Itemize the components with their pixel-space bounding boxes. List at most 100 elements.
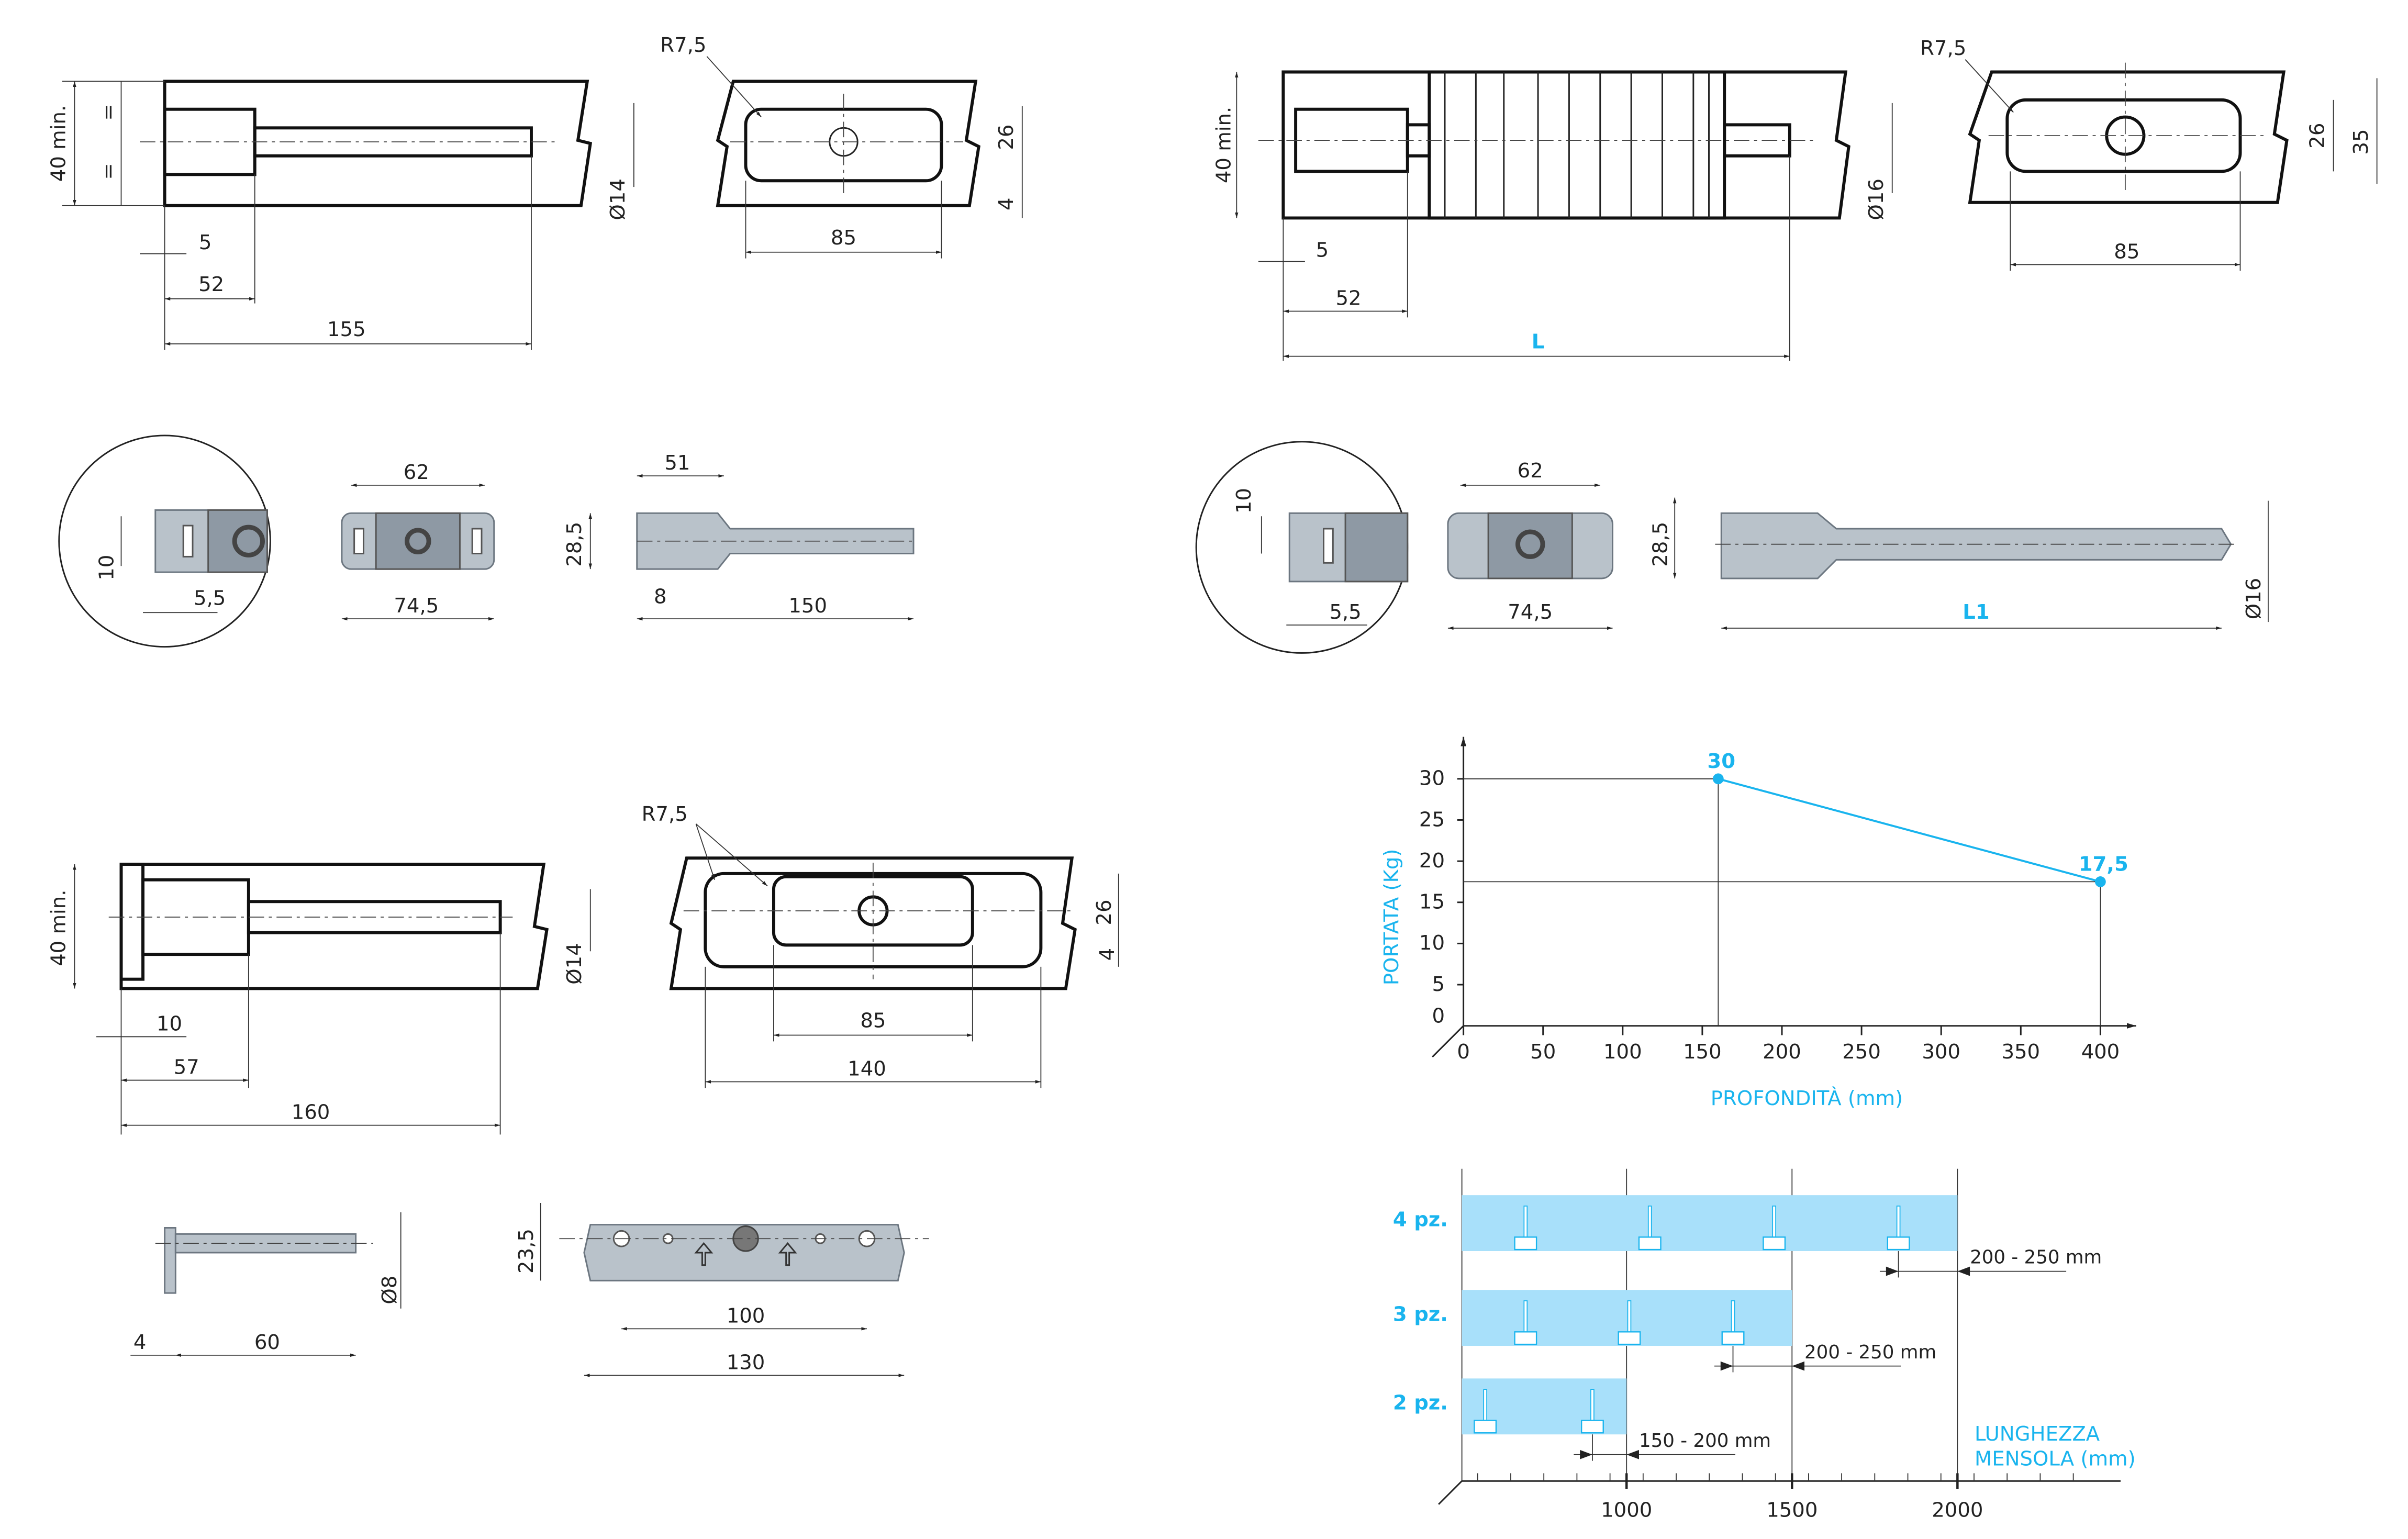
- x-axis-label: PROFONDITÀ (mm): [1711, 1086, 1903, 1110]
- data-point: [2095, 876, 2106, 887]
- y-tick-label: 5: [1432, 973, 1445, 996]
- row-label: 3 pz.: [1393, 1303, 1448, 1326]
- diameter-label: Ø14: [606, 179, 630, 220]
- x-tick-label: 1500: [1766, 1498, 1818, 1522]
- diameter-label: Ø16: [2242, 578, 2266, 619]
- support-bracket: [1523, 1300, 1528, 1337]
- equal-mark: =: [97, 104, 120, 120]
- support-base: [1721, 1331, 1745, 1345]
- dimension-100: 100: [727, 1304, 765, 1328]
- y-axis-label: PORTATA (Kg): [1380, 849, 1403, 986]
- axis-label-line2: MENSOLA (mm): [1975, 1447, 2136, 1471]
- support-base: [1618, 1331, 1641, 1345]
- dimension-57: 57: [174, 1056, 199, 1079]
- bottom-left-pin-view: Ø8 4 60: [130, 1212, 402, 1357]
- data-label: 17,5: [2079, 853, 2128, 876]
- dimension-160: 160: [292, 1101, 330, 1124]
- y-tick-label: 25: [1419, 808, 1445, 831]
- x-tick-label: 300: [1922, 1040, 1960, 1064]
- dimension-140: 140: [848, 1057, 886, 1081]
- support-bracket: [1483, 1389, 1488, 1426]
- dimension-4: 4: [995, 197, 1018, 210]
- dimension-10: 10: [95, 555, 119, 581]
- dimension-85: 85: [860, 1009, 886, 1033]
- dimension-62: 62: [1518, 459, 1543, 483]
- row-label: 2 pz.: [1393, 1391, 1448, 1415]
- dimension-62: 62: [404, 461, 429, 484]
- support-base: [1887, 1236, 1910, 1251]
- support-bracket: [1627, 1300, 1632, 1337]
- support-bracket: [1896, 1206, 1901, 1243]
- wall-depth-label: 40 min.: [1212, 107, 1235, 183]
- x-tick-label: 150: [1683, 1040, 1722, 1064]
- support-bracket: [1731, 1300, 1735, 1337]
- edge-distance-label: 200 - 250 mm: [1804, 1342, 1936, 1363]
- dimension-10: 10: [157, 1012, 182, 1036]
- top-left-front-view: R7,5 85 26 4: [660, 34, 1023, 259]
- y-tick-label: 20: [1419, 849, 1445, 873]
- x-tick-label: 2000: [1932, 1498, 1983, 1522]
- dimension-26: 26: [1092, 899, 1116, 925]
- edge-distance-label: 150 - 200 mm: [1639, 1430, 1771, 1452]
- diameter-label: Ø8: [378, 1276, 402, 1304]
- wall-depth-label: 40 min.: [47, 890, 71, 966]
- support-bracket: [1523, 1206, 1528, 1243]
- dimension-85: 85: [831, 226, 856, 250]
- x-tick-label: 100: [1603, 1040, 1642, 1064]
- top-right-section-view: 40 min. 5 52 L Ø16: [1212, 70, 1893, 361]
- length-band: [1462, 1195, 1958, 1251]
- x-tick-label: 200: [1763, 1040, 1801, 1064]
- dimension-51: 51: [664, 451, 690, 475]
- dimension-4: 4: [1096, 948, 1119, 961]
- support-base: [1763, 1236, 1786, 1251]
- x-tick-label: 0: [1457, 1040, 1470, 1064]
- support-bracket: [1772, 1206, 1777, 1243]
- dimension-4: 4: [133, 1331, 147, 1354]
- axis-label-line1: LUNGHEZZA: [1975, 1422, 2100, 1446]
- x-tick-label: 250: [1842, 1040, 1881, 1064]
- dimension-28-5: 28,5: [563, 522, 586, 567]
- support-base: [1514, 1331, 1537, 1345]
- dimension-85: 85: [2114, 240, 2139, 264]
- dimension-150: 150: [788, 594, 827, 618]
- dimension-130: 130: [727, 1351, 765, 1375]
- x-tick-label: 1000: [1601, 1498, 1652, 1522]
- edge-distance-label: 200 - 250 mm: [1970, 1247, 2102, 1268]
- dimension-23-5: 23,5: [515, 1229, 538, 1274]
- dimension-26: 26: [2306, 123, 2329, 149]
- dimension-L: L: [1532, 330, 1545, 354]
- support-bracket: [1647, 1206, 1652, 1243]
- support-base: [1514, 1236, 1537, 1251]
- dimension-52: 52: [198, 273, 224, 296]
- dimension-155: 155: [327, 318, 366, 341]
- diameter-label: Ø16: [1865, 179, 1888, 220]
- y-tick-label: 10: [1419, 931, 1445, 955]
- dimension-28-5: 28,5: [1648, 522, 1672, 567]
- equal-mark: =: [97, 163, 120, 180]
- diameter-label: Ø14: [563, 943, 586, 984]
- y-tick-label: 15: [1419, 890, 1445, 914]
- lower-left-front-view: R7,5 85 140 26 4: [642, 802, 1119, 1088]
- dimension-L1: L1: [1963, 600, 1989, 624]
- dimension-26: 26: [995, 125, 1018, 150]
- data-label: 30: [1707, 750, 1735, 773]
- support-bracket: [1590, 1389, 1595, 1426]
- dimension-52: 52: [1335, 287, 1361, 310]
- dimension-35: 35: [2349, 129, 2373, 154]
- dimension-5: 5: [199, 231, 212, 254]
- y-tick-label: 30: [1419, 767, 1445, 790]
- middle-left-detail-views: 10 5,5 62 74,5 51 28,5 8 150: [58, 434, 917, 648]
- x-tick-label: 50: [1530, 1040, 1556, 1064]
- dimension-5-5: 5,5: [194, 586, 226, 610]
- dimension-60: 60: [254, 1331, 280, 1354]
- wall-depth-label: 40 min.: [47, 105, 71, 182]
- radius-label: R7,5: [1920, 37, 1966, 60]
- dimension-5-5: 5,5: [1329, 600, 1361, 624]
- dimension-74-5: 74,5: [1508, 600, 1553, 624]
- dimension-74-5: 74,5: [394, 594, 439, 618]
- support-base: [1474, 1420, 1497, 1434]
- dimension-5: 5: [1316, 239, 1329, 262]
